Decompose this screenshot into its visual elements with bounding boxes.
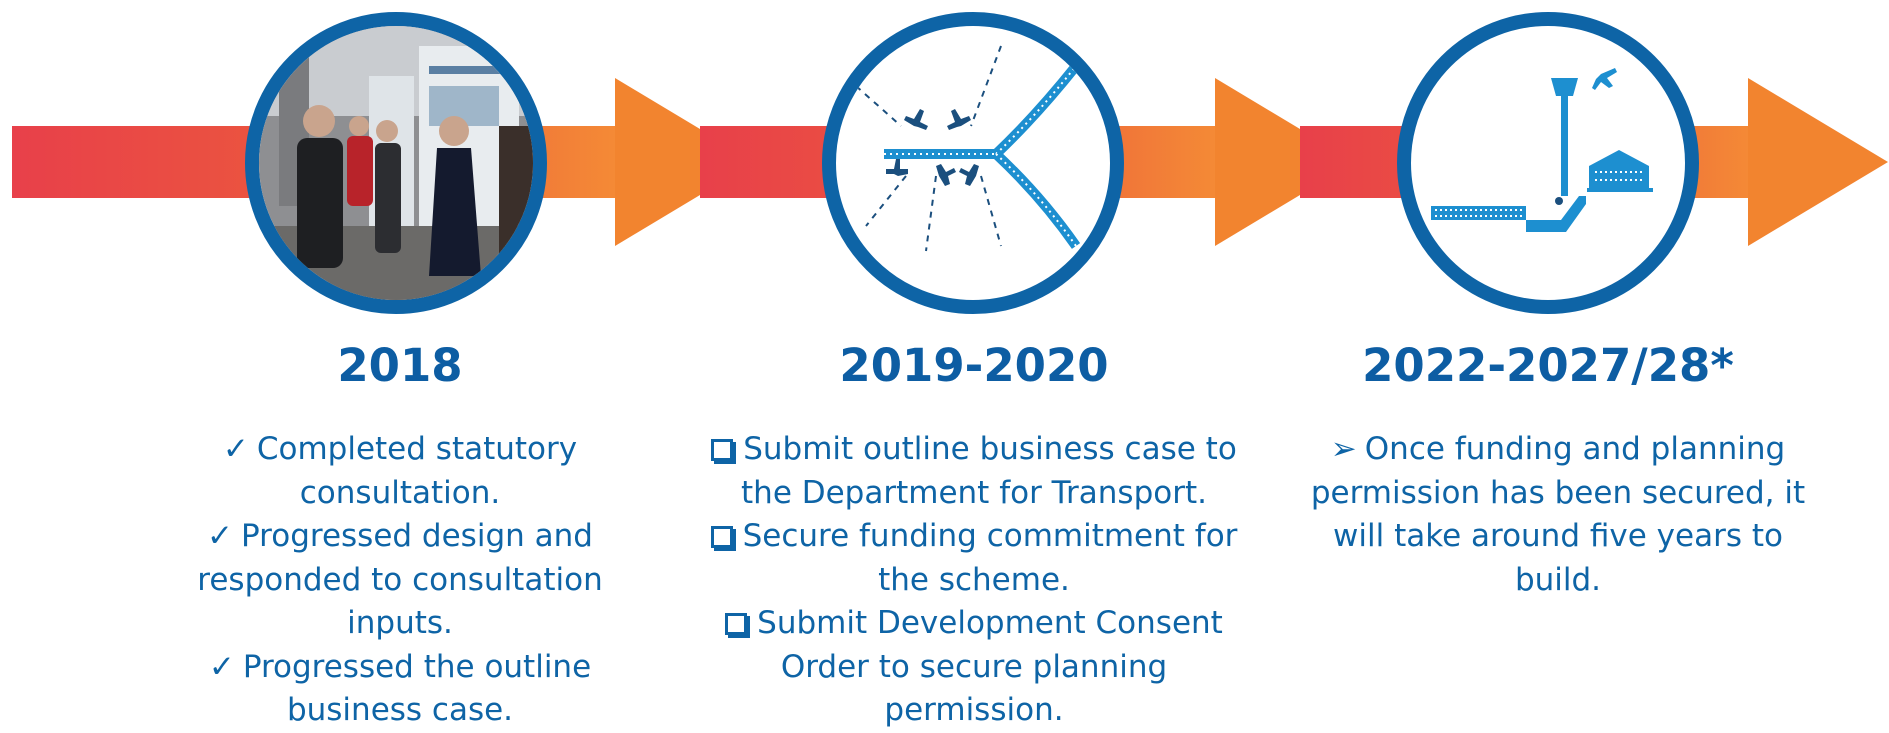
stage-2-items: Submit outline business case to the Depa… — [704, 428, 1244, 733]
check-icon: ✓ — [222, 431, 249, 467]
airport-station-illustration — [1431, 68, 1653, 232]
stage-2-item-1: Submit outline business case to the Depa… — [704, 428, 1244, 515]
stage-year-2018: 2018 — [337, 339, 463, 392]
arrowhead-bullet-icon: ➢ — [1330, 431, 1357, 467]
checkbox-icon — [711, 439, 734, 461]
check-icon: ✓ — [207, 518, 234, 554]
stage-1-item-1: ✓Completed statutory consultation. — [170, 428, 630, 515]
stage-3-item-1: ➢Once funding and planning permission ha… — [1308, 428, 1808, 602]
stage-1-item-2: ✓Progressed design and responded to cons… — [170, 515, 630, 646]
timeline-arrow-3 — [1748, 78, 1888, 246]
airport-station-icon — [1397, 12, 1699, 314]
stage-2-item-2: Secure funding commitment for the scheme… — [704, 515, 1244, 602]
stage-2-item-3: Submit Development Consent Order to secu… — [704, 602, 1244, 733]
stage-year-2022-2027-28: 2022-2027/28* — [1362, 339, 1734, 392]
checkbox-icon — [725, 613, 748, 635]
railway-and-planes-icon — [822, 12, 1124, 314]
check-icon: ✓ — [208, 648, 235, 685]
railway-and-planes-illustration — [855, 45, 1081, 252]
stage-1-item-3: ✓Progressed the outline business case. — [170, 646, 630, 733]
stage-year-2019-2020: 2019-2020 — [839, 339, 1109, 392]
stage-3-items: ➢Once funding and planning permission ha… — [1308, 428, 1808, 602]
checkbox-icon — [710, 526, 733, 548]
consultation-photo — [245, 12, 547, 314]
stage-1-items: ✓Completed statutory consultation. ✓Prog… — [170, 428, 630, 733]
consultation-photo-illustration — [259, 26, 533, 300]
